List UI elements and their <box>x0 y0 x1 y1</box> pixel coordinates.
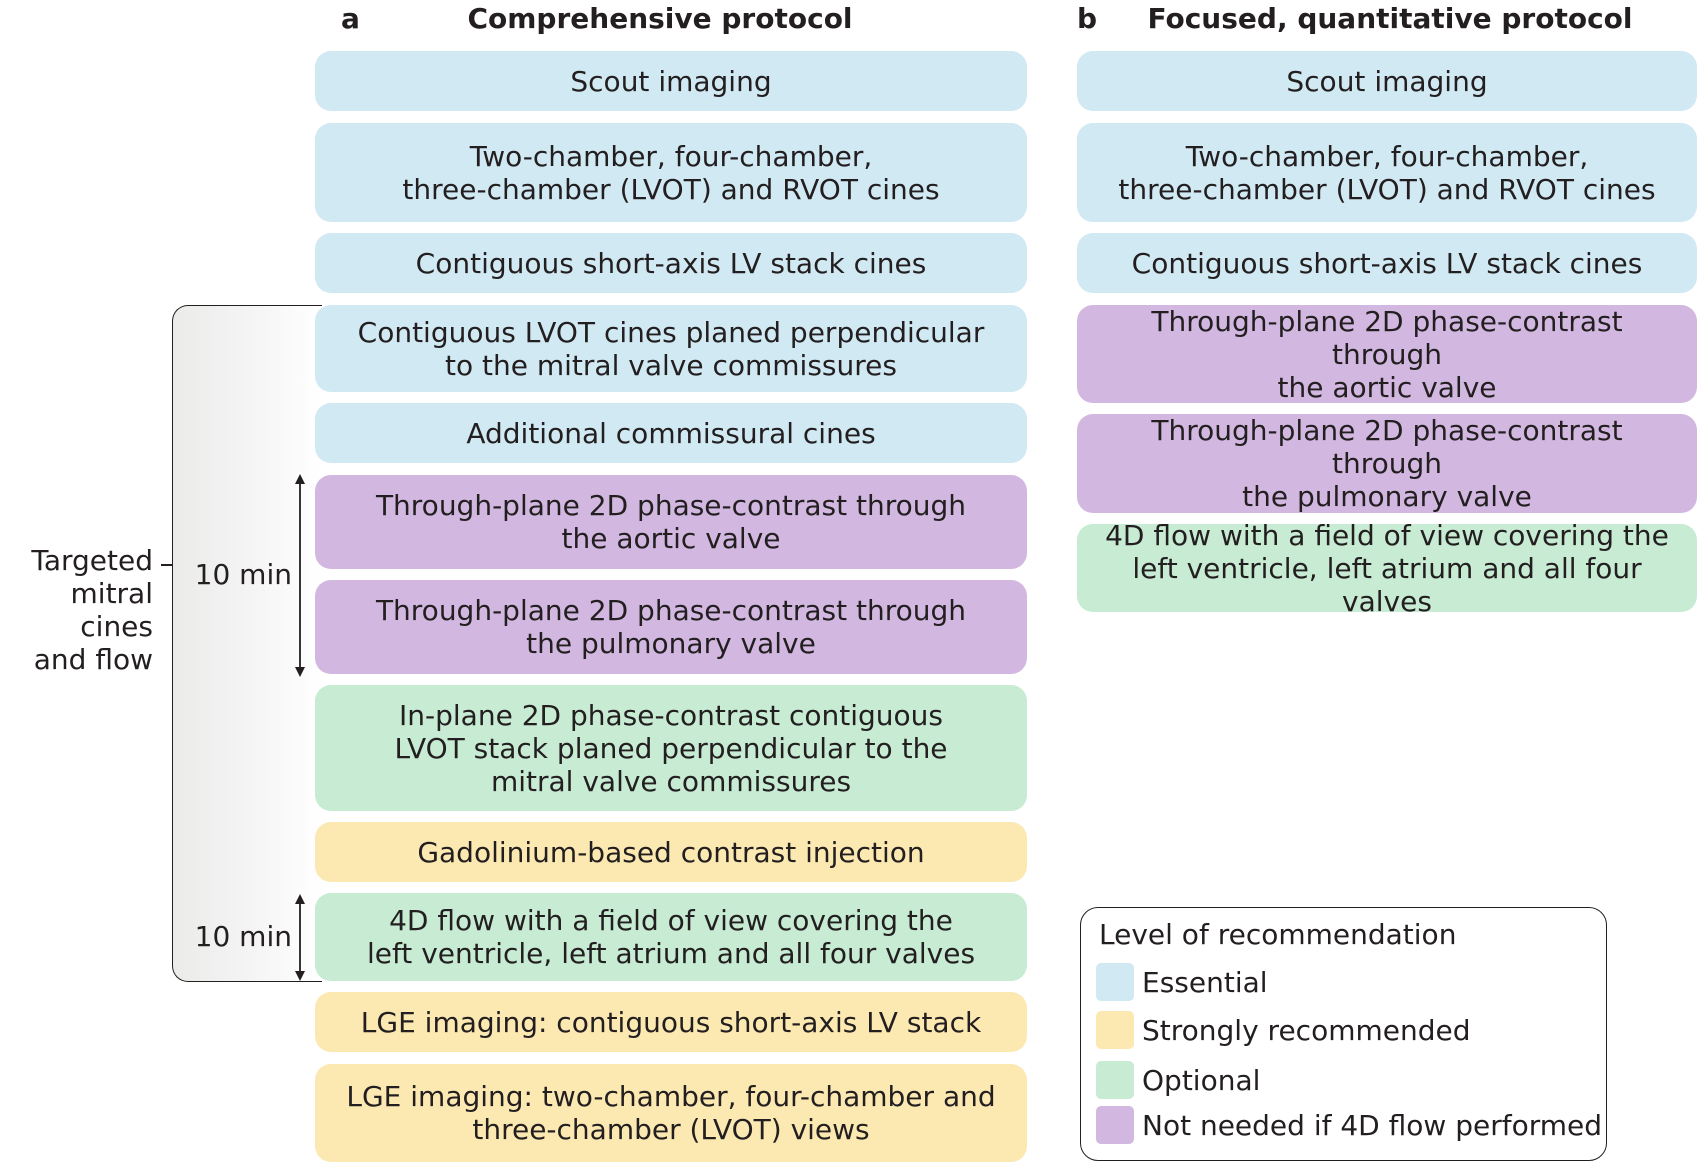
panel-b-step-scout-imaging: Scout imaging <box>1077 51 1697 111</box>
panel-a-title: Comprehensive protocol <box>467 2 853 35</box>
legend-item-optional: Optional <box>1096 1061 1260 1099</box>
panel-a-step-pulmonary-phase-contrast: Through-plane 2D phase-contrast through … <box>315 580 1027 674</box>
panel-a-step-lvot-cines: Contiguous LVOT cines planed perpendicul… <box>315 305 1027 392</box>
legend-swatch-not-needed <box>1096 1106 1134 1144</box>
panel-b-step-pulmonary-phase-contrast: Through-plane 2D phase-contrast through … <box>1077 414 1697 513</box>
legend-label-strongly-recommended: Strongly recommended <box>1142 1013 1471 1047</box>
panel-b-step-short-axis-cines: Contiguous short-axis LV stack cines <box>1077 233 1697 293</box>
legend: Level of recommendation Essential Strong… <box>1080 907 1607 1161</box>
panel-a-step-chamber-cines: Two-chamber, four-chamber, three-chamber… <box>315 123 1027 222</box>
panel-a-step-4d-flow: 4D flow with a field of view covering th… <box>315 893 1027 981</box>
time-arrow-2 <box>292 894 308 981</box>
panel-b-step-aortic-phase-contrast: Through-plane 2D phase-contrast through … <box>1077 305 1697 404</box>
legend-label-optional: Optional <box>1142 1063 1261 1097</box>
legend-swatch-strongly-recommended <box>1096 1011 1134 1049</box>
legend-swatch-optional <box>1096 1061 1134 1099</box>
time-label-2: 10 min <box>194 920 292 953</box>
panel-a-step-gadolinium-injection: Gadolinium-based contrast injection <box>315 822 1027 882</box>
legend-title: Level of recommendation <box>1099 918 1457 951</box>
targeted-bracket <box>172 305 322 982</box>
legend-label-not-needed: Not needed if 4D flow performed <box>1142 1108 1603 1142</box>
panel-b-step-4d-flow: 4D flow with a field of view covering th… <box>1077 519 1697 618</box>
panel-a-step-scout-imaging: Scout imaging <box>315 51 1027 111</box>
panel-a-step-short-axis-cines: Contiguous short-axis LV stack cines <box>315 233 1027 293</box>
panel-a-step-lge-chamber-views: LGE imaging: two-chamber, four-chamber a… <box>315 1064 1027 1162</box>
legend-item-essential: Essential <box>1096 963 1268 1001</box>
panel-a-step-aortic-phase-contrast: Through-plane 2D phase-contrast through … <box>315 475 1027 569</box>
time-arrow-1 <box>292 474 308 677</box>
panel-b-title: Focused, quantitative protocol <box>1147 2 1633 35</box>
panel-b-step-chamber-cines: Two-chamber, four-chamber, three-chamber… <box>1077 123 1697 222</box>
panel-a-step-lge-short-axis: LGE imaging: contiguous short-axis LV st… <box>315 992 1027 1052</box>
legend-item-not-needed: Not needed if 4D flow performed <box>1096 1106 1602 1144</box>
panel-a-step-inplane-phase-contrast: In-plane 2D phase-contrast contiguous LV… <box>315 685 1027 811</box>
panel-a-step-commissural-cines: Additional commissural cines <box>315 403 1027 463</box>
bracket-tick <box>161 564 173 566</box>
legend-item-strongly-recommended: Strongly recommended <box>1096 1011 1471 1049</box>
panel-a-letter: a <box>341 2 360 35</box>
legend-swatch-essential <box>1096 963 1134 1001</box>
targeted-label: Targeted mitral cines and flow <box>31 544 153 676</box>
legend-label-essential: Essential <box>1142 965 1268 999</box>
panel-b-letter: b <box>1077 2 1098 35</box>
time-label-1: 10 min <box>194 558 292 591</box>
